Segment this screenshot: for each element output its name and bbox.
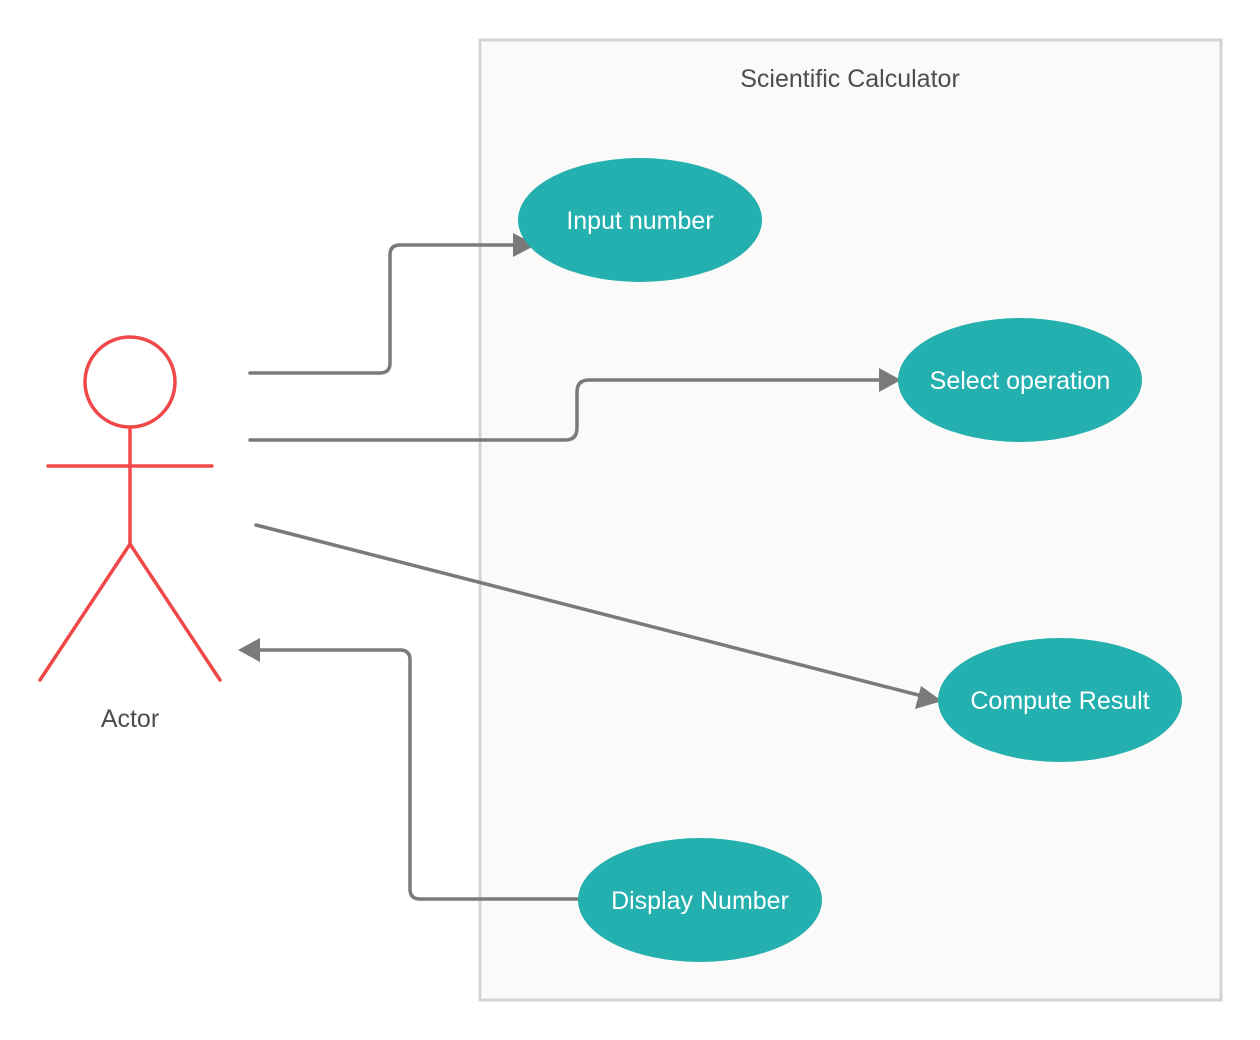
arrowhead-input-number bbox=[513, 233, 536, 257]
use-case-ellipse[interactable] bbox=[938, 638, 1182, 762]
use-case-label: Input number bbox=[566, 207, 713, 235]
arrowhead-compute-result bbox=[915, 686, 942, 709]
use-case-ellipse[interactable] bbox=[518, 158, 762, 282]
connector-actor-input-number[interactable] bbox=[248, 243, 520, 375]
use-case-label: Compute Result bbox=[970, 687, 1149, 715]
connectors bbox=[238, 233, 942, 901]
actor-head bbox=[83, 335, 177, 429]
arrowhead-select-operation bbox=[879, 368, 901, 392]
use-case-label: Select operation bbox=[930, 367, 1111, 395]
system-boundary-label: Scientific Calculator bbox=[740, 65, 960, 93]
actor-left-leg bbox=[38, 542, 132, 682]
use-case-compute-result[interactable]: Compute Result bbox=[938, 638, 1182, 762]
use-case-select-operation[interactable]: Select operation bbox=[898, 318, 1142, 442]
arrowhead-actor bbox=[238, 638, 260, 662]
actor-right-leg bbox=[128, 542, 222, 682]
use-case-input-number[interactable]: Input number bbox=[518, 158, 762, 282]
actor-label: Actor bbox=[101, 705, 159, 733]
use-case-ellipse[interactable] bbox=[578, 838, 822, 962]
connector-actor-compute-result[interactable] bbox=[254, 523, 928, 699]
connector-actor-select-operation[interactable] bbox=[248, 378, 885, 442]
use-case-display-number[interactable]: Display Number bbox=[578, 838, 822, 962]
use-case-ellipse[interactable] bbox=[898, 318, 1142, 442]
connector-display-number-actor[interactable] bbox=[254, 648, 580, 901]
use-case-label: Display Number bbox=[611, 887, 789, 915]
actor[interactable]: Actor bbox=[38, 335, 222, 733]
